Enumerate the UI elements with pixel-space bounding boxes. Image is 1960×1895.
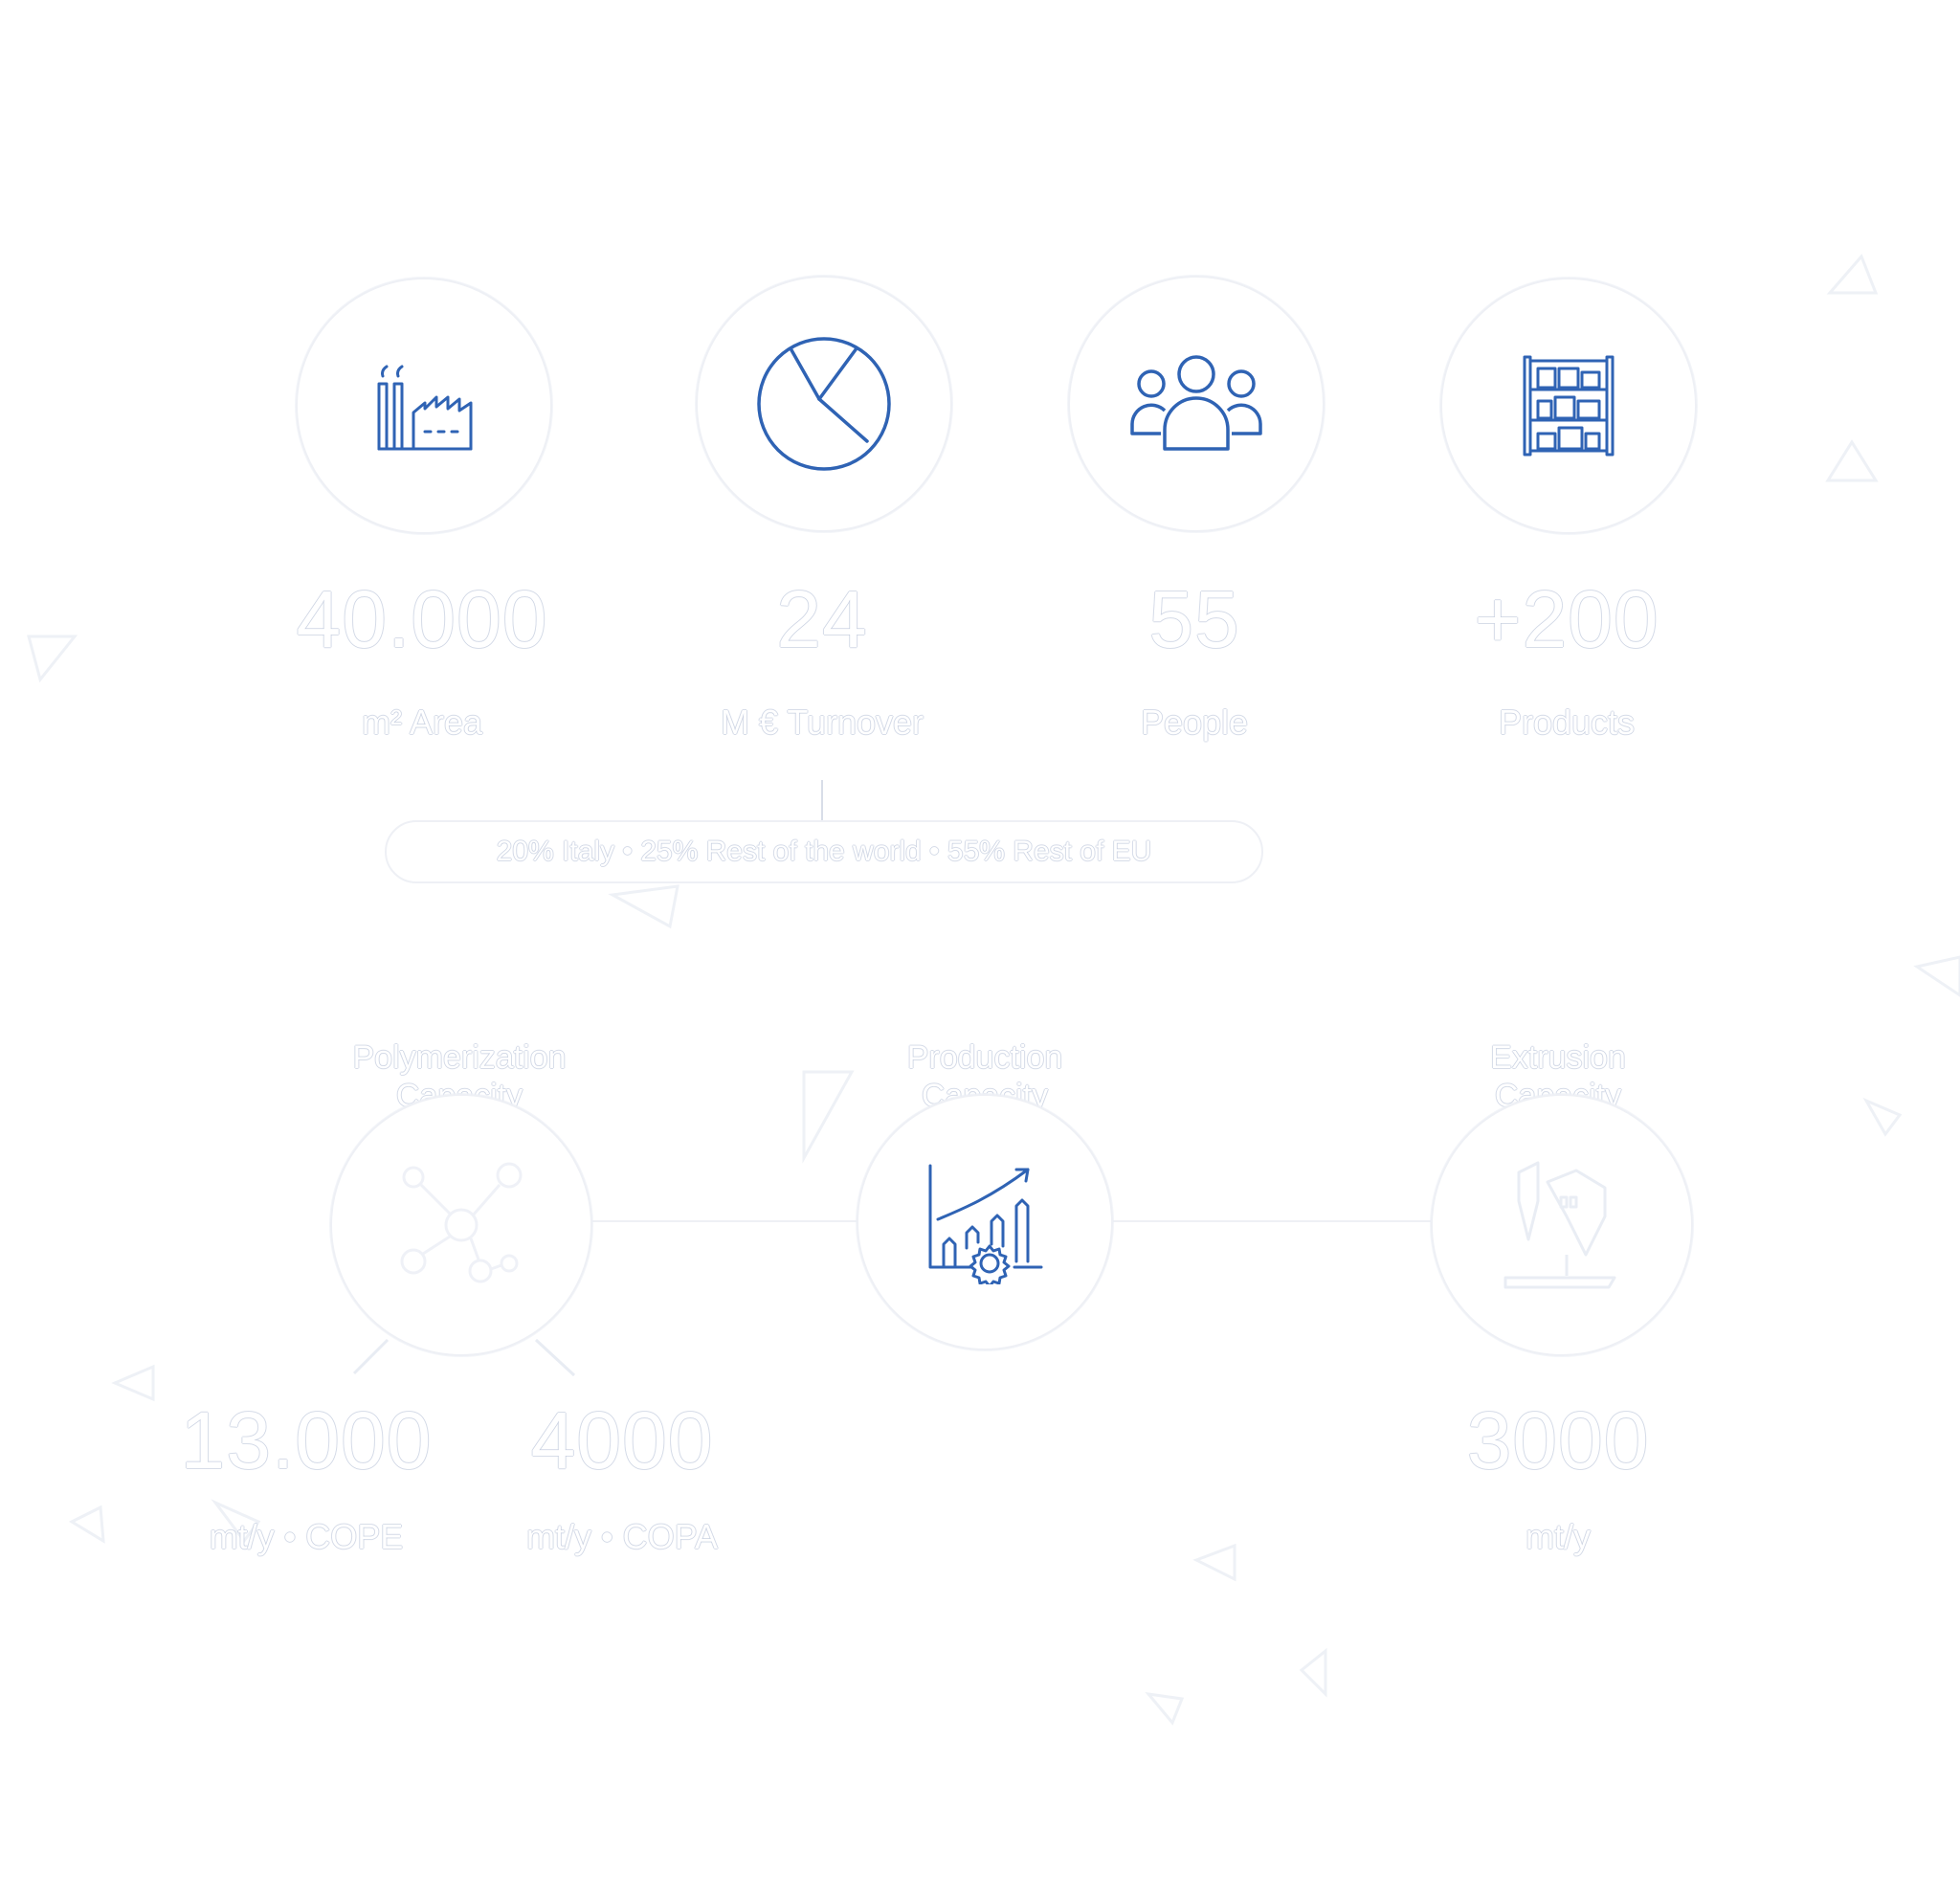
extrusion-value: 3000 bbox=[1466, 1395, 1650, 1485]
products-value: +200 bbox=[1474, 574, 1659, 664]
capacity-connector-left bbox=[589, 1220, 858, 1222]
area-label: m² Area bbox=[361, 702, 483, 742]
growth-chart-gear-icon bbox=[923, 1160, 1047, 1284]
products-icon-circle bbox=[1440, 278, 1697, 534]
extrusion-label: mt/y bbox=[1526, 1517, 1591, 1556]
pie-chart-icon bbox=[752, 332, 896, 476]
people-value: 55 bbox=[1148, 574, 1240, 664]
capacity-connector-right bbox=[1111, 1220, 1433, 1222]
area-value: 40.000 bbox=[296, 574, 548, 664]
warehouse-shelf-icon bbox=[1521, 353, 1616, 458]
molecule-icon bbox=[394, 1158, 528, 1292]
turnover-connector bbox=[821, 780, 823, 820]
turnover-label: M € Turnover bbox=[720, 702, 924, 742]
people-icon bbox=[1125, 351, 1268, 457]
turnover-breakdown-text: 20% Italy • 25% Rest of the world • 55% … bbox=[496, 836, 1152, 867]
polymerization-icon-circle bbox=[330, 1094, 592, 1356]
cope-value: 13.000 bbox=[180, 1395, 433, 1485]
copa-value: 4000 bbox=[530, 1395, 714, 1485]
extrusion-icon-circle bbox=[1431, 1094, 1693, 1356]
people-icon-circle bbox=[1068, 276, 1325, 532]
people-label: People bbox=[1140, 702, 1249, 742]
cope-label: mt/y • COPE bbox=[209, 1517, 404, 1556]
turnover-value: 24 bbox=[776, 574, 868, 664]
production-icon-circle bbox=[857, 1094, 1113, 1350]
turnover-breakdown-pill: 20% Italy • 25% Rest of the world • 55% … bbox=[385, 820, 1263, 883]
turnover-icon-circle bbox=[696, 276, 952, 532]
products-label: Products bbox=[1498, 702, 1636, 742]
area-icon-circle bbox=[296, 278, 552, 534]
polymerization-stand-lines bbox=[352, 1338, 576, 1377]
copa-label: mt/y • COPA bbox=[526, 1517, 718, 1556]
extrusion-icon bbox=[1500, 1153, 1624, 1297]
factory-icon bbox=[371, 353, 477, 458]
